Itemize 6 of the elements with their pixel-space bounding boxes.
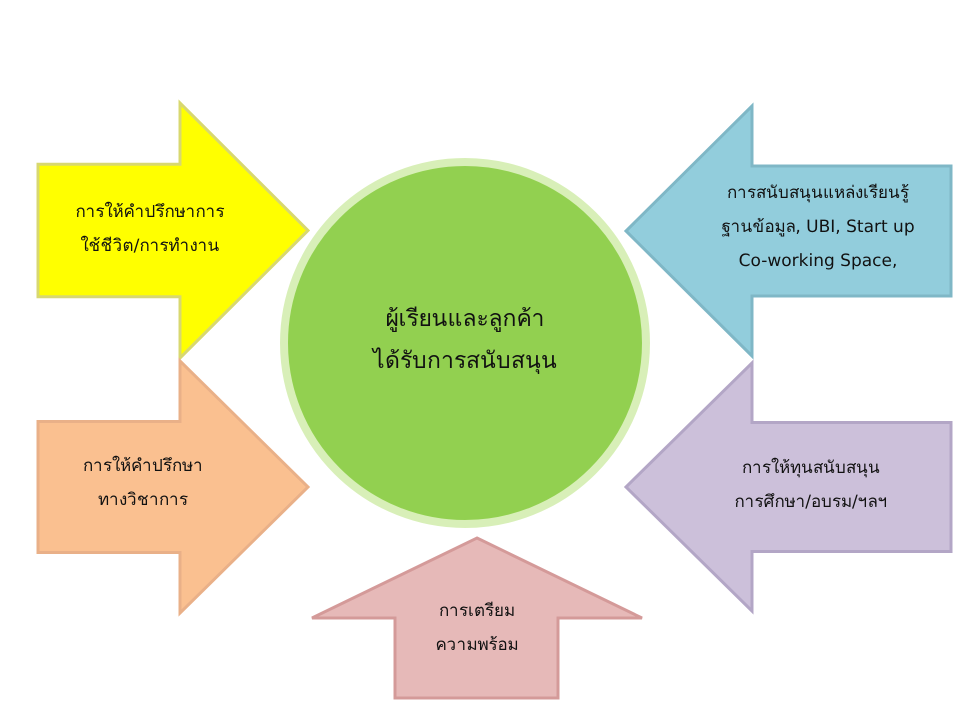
arrow-label: การให้ทุนสนับสนุน การศึกษา/อบรม/ฯลฯ: [733, 456, 889, 514]
arrow-label: การให้คำปรึกษา ทางวิชาการ: [82, 454, 204, 512]
arrow-label: การสนับสนุนแหล่งเรียนรู้ ฐานข้อมูล, UBI, Start up Co-working Space,: [720, 182, 916, 273]
arrow-label: การเตรียม ความพร้อม: [434, 600, 520, 657]
circle-label: ผู้เรียนและลูกค้า ได้รับการสนับสนุน: [370, 305, 558, 376]
arrow-label: การให้คำปรึกษาการ ใช้ชีวิต/การทำงาน: [74, 200, 226, 258]
